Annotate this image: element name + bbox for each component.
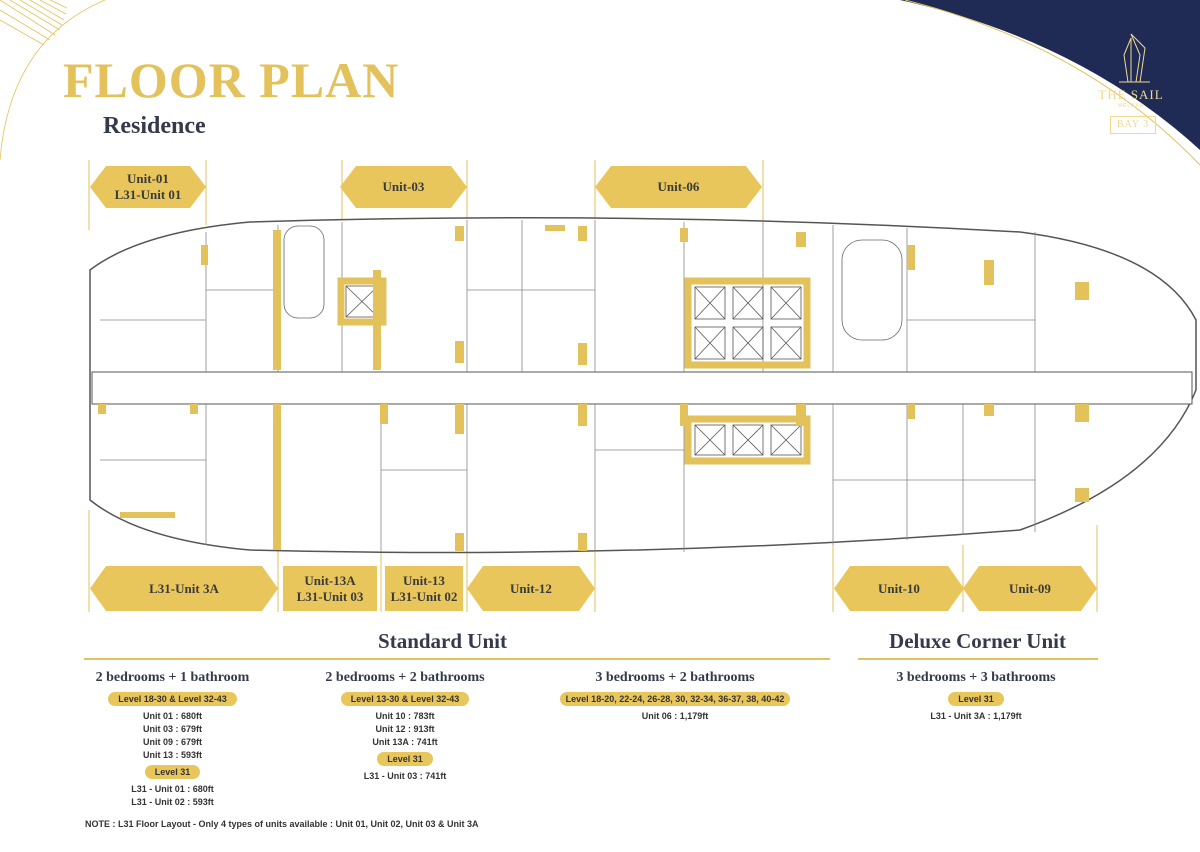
unit-tag-3a: L31-Unit 3A [90, 566, 278, 611]
wall-lines [100, 220, 1036, 552]
brand-name: THE SAIL [1098, 87, 1164, 102]
level-badge: Level 18-30 & Level 32-43 [108, 692, 237, 706]
column-2bed-1bath: 2 bedrooms + 1 bathroom Level 18-30 & Le… [85, 670, 260, 809]
level-badge: Level 13-30 & Level 32-43 [340, 692, 470, 706]
column-title: 3 bedrooms + 3 bathrooms [896, 670, 1056, 685]
section-deluxe-rule [858, 658, 1098, 660]
level-badge: Level 18-20, 22-24, 26-28, 30, 32-34, 36… [559, 692, 791, 706]
corner-rays [0, 0, 106, 161]
unit-size-line: Unit 10 : 783ft [375, 711, 435, 721]
unit-tag-3a-label: L31-Unit 3A [149, 580, 219, 596]
unit-tag-01: Unit-01 L31-Unit 01 [90, 166, 206, 208]
column-3bed-3bath: 3 bedrooms + 3 bathrooms Level 31 L31 - … [880, 670, 1072, 723]
unit-size-line: L31 - Unit 01 : 680ft [131, 784, 214, 794]
unit-tag-03-label: Unit-03 [382, 179, 425, 195]
page-title: FLOOR PLAN [63, 52, 400, 108]
stair-cores [283, 225, 903, 341]
unit-tag-13: Unit-13 L31-Unit 02 [385, 566, 463, 611]
level-badge: Level 31 [948, 692, 1004, 706]
section-deluxe-title: Deluxe Corner Unit [889, 629, 1066, 653]
column-title: 2 bedrooms + 2 bathrooms [325, 670, 485, 685]
unit-tag-03: Unit-03 [340, 166, 467, 208]
section-standard-title: Standard Unit [378, 629, 507, 653]
unit-tag-10: Unit-10 [834, 566, 964, 611]
footnote: NOTE : L31 Floor Layout - Only 4 types o… [85, 819, 479, 829]
unit-tag-01-label: Unit-01 L31-Unit 01 [114, 171, 182, 202]
brand-bay: BAY 3 [1110, 116, 1156, 134]
unit-divider-lines [88, 160, 1098, 612]
level-badge: Level 31 [377, 752, 433, 766]
lift-shafts [345, 285, 802, 456]
unit-size-line: Unit 06 : 1,179ft [641, 711, 709, 721]
unit-tag-13-label: Unit-13 L31-Unit 02 [390, 572, 458, 604]
section-standard-rule [84, 658, 830, 660]
brand-panel [900, 0, 1200, 852]
corridor [91, 371, 1193, 405]
unit-size-line: Unit 03 : 679ft [142, 724, 202, 734]
column-2bed-2bath: 2 bedrooms + 2 bathrooms Level 13-30 & L… [315, 670, 495, 783]
unit-size-line: L31 - Unit 02 : 593ft [131, 797, 214, 807]
unit-size-line: Unit 01 : 680ft [142, 711, 202, 721]
unit-size-line: L31 - Unit 03 : 741ft [363, 771, 447, 781]
brand-subtitle: MELAKA [1117, 103, 1145, 109]
column-title: 3 bedrooms + 2 bathrooms [595, 670, 755, 685]
unit-size-line: Unit 13A : 741ft [372, 737, 438, 747]
sail-logo-icon [1119, 33, 1150, 83]
unit-size-line: Unit 09 : 679ft [142, 737, 202, 747]
brand-curve [904, 0, 1200, 166]
unit-tag-09-label: Unit-09 [1009, 580, 1051, 596]
column-title: 2 bedrooms + 1 bathroom [95, 670, 250, 685]
unit-tag-12-label: Unit-12 [510, 580, 552, 596]
unit-tag-12: Unit-12 [467, 566, 595, 611]
page-subtitle: Residence [103, 113, 206, 139]
lift-lobby [337, 277, 811, 465]
unit-tag-13a-label: Unit-13A L31-Unit 03 [296, 572, 364, 604]
unit-tag-13a: Unit-13A L31-Unit 03 [283, 566, 377, 611]
structural-columns [98, 225, 1089, 551]
level-badge: Level 31 [144, 765, 201, 779]
unit-size-line: Unit 12 : 913ft [375, 724, 435, 734]
unit-tag-09: Unit-09 [963, 566, 1097, 611]
unit-tag-10-label: Unit-10 [878, 580, 920, 596]
unit-tag-06-label: Unit-06 [657, 179, 700, 195]
unit-tag-06: Unit-06 [595, 166, 762, 208]
unit-size-line: Unit 13 : 593ft [142, 750, 202, 760]
column-3bed-2bath: 3 bedrooms + 2 bathrooms Level 18-20, 22… [535, 670, 815, 723]
unit-size-line: L31 - Unit 3A : 1,179ft [930, 711, 1022, 721]
